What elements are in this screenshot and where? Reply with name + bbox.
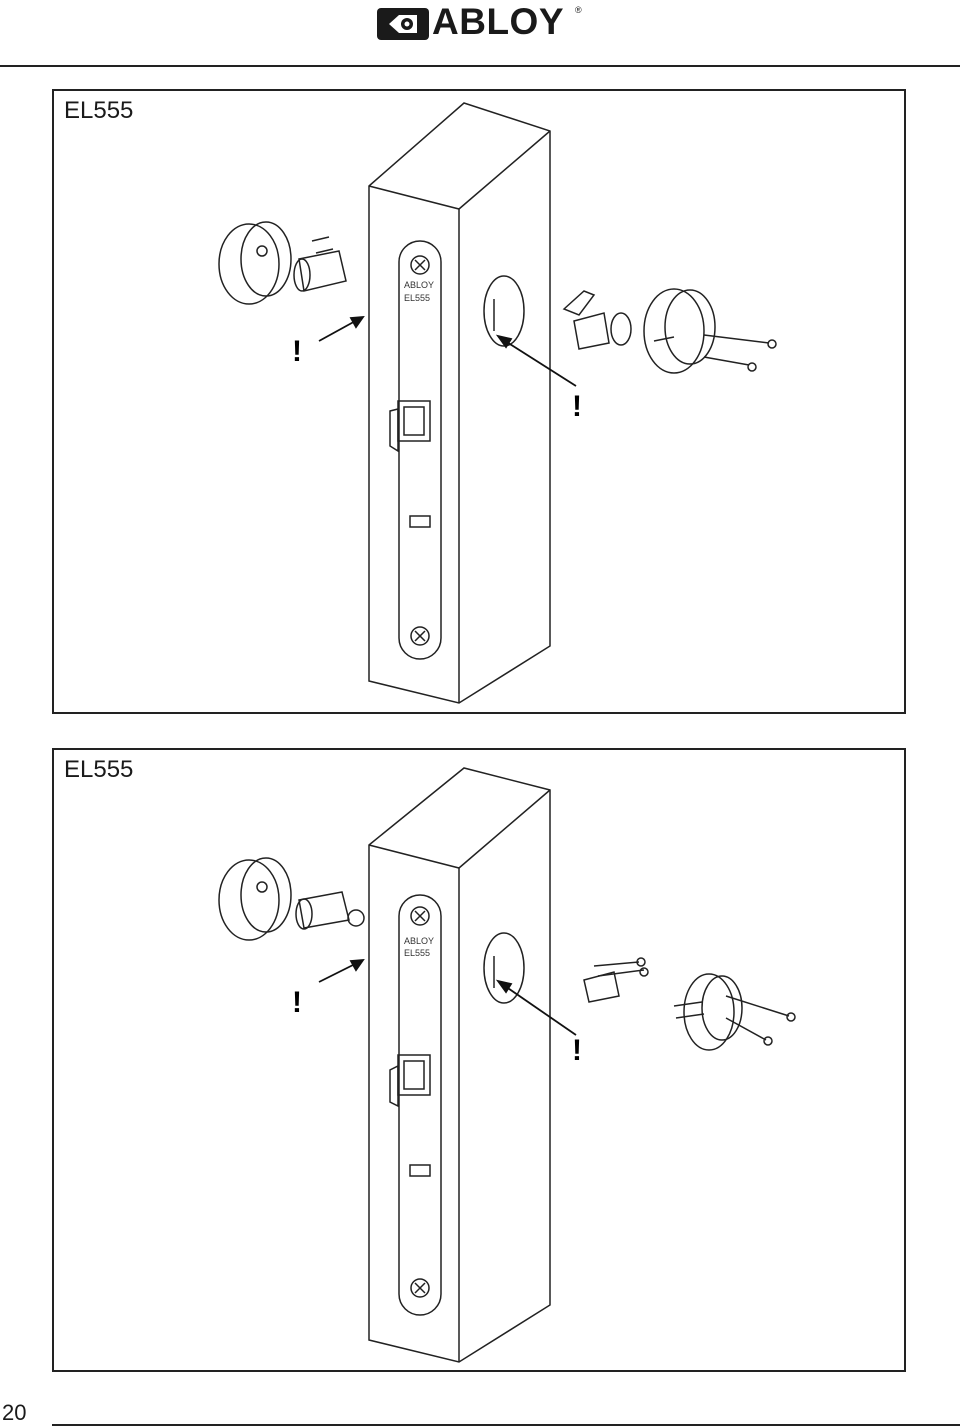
warning-mark-left: ! — [292, 335, 302, 368]
lock-assembly-diagram: ABLOY EL555 ! ! — [218, 767, 796, 1363]
warning-mark-left: ! — [292, 986, 302, 1019]
registered-mark: ® — [575, 5, 582, 15]
diagram-panel-2: EL555 — [52, 748, 906, 1372]
footer-rule — [52, 1424, 960, 1426]
plate-model: EL555 — [404, 948, 430, 958]
lock-assembly-diagram: ABLOY EL555 ! ! — [218, 102, 777, 704]
warning-mark-right: ! — [572, 390, 582, 423]
page-number: 20 — [2, 1400, 27, 1425]
brand-name: ABLOY — [432, 1, 564, 42]
diagram-panel-1: EL555 — [52, 89, 906, 714]
panel-title: EL555 — [64, 97, 134, 124]
header-rule — [0, 65, 960, 67]
panel-title: EL555 — [64, 756, 134, 783]
plate-model: EL555 — [404, 293, 430, 303]
plate-brand: ABLOY — [404, 936, 434, 946]
warning-mark-right: ! — [572, 1034, 582, 1067]
plate-brand: ABLOY — [404, 280, 434, 290]
abloy-logo-mark — [377, 8, 429, 40]
